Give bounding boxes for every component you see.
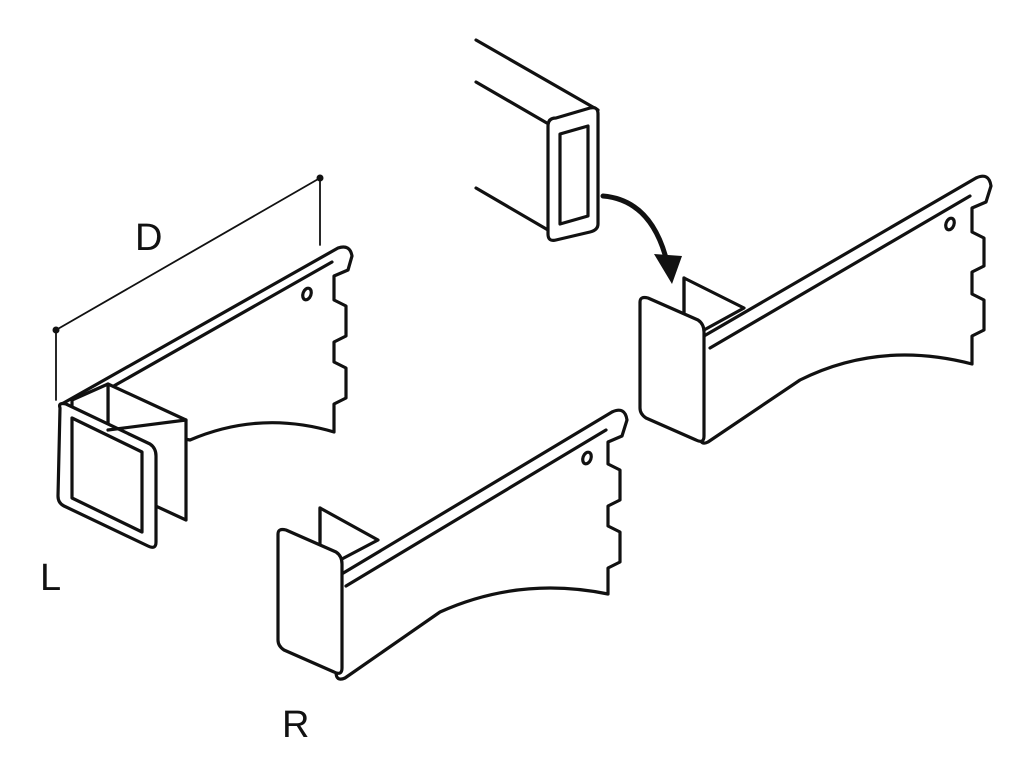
left-bracket-cup-front — [56, 401, 158, 549]
right-bracket-plate — [334, 408, 629, 681]
left-bracket-hole — [301, 286, 313, 302]
arrow-head-icon — [654, 254, 682, 284]
right-label: R — [282, 704, 309, 746]
right-bracket-cup-front — [276, 527, 344, 675]
mounted-bracket-plate — [698, 174, 993, 445]
depth-dimension — [52, 174, 324, 401]
right-bracket-hole — [581, 450, 593, 466]
dimension-endpoint — [316, 174, 324, 182]
mounted-bracket-cup-front — [638, 295, 706, 443]
dimension-endpoint — [52, 326, 60, 334]
depth-label: D — [135, 217, 162, 259]
mounted-bracket-hole — [944, 216, 956, 232]
insert-arrow — [600, 193, 682, 284]
right-bracket — [276, 408, 629, 681]
mounted-bracket — [638, 174, 993, 445]
left-bracket-plate — [58, 245, 354, 442]
tube-opening — [558, 124, 590, 226]
rectangular-tube — [474, 38, 600, 242]
left-bracket — [56, 245, 354, 549]
left-label: L — [40, 557, 61, 599]
